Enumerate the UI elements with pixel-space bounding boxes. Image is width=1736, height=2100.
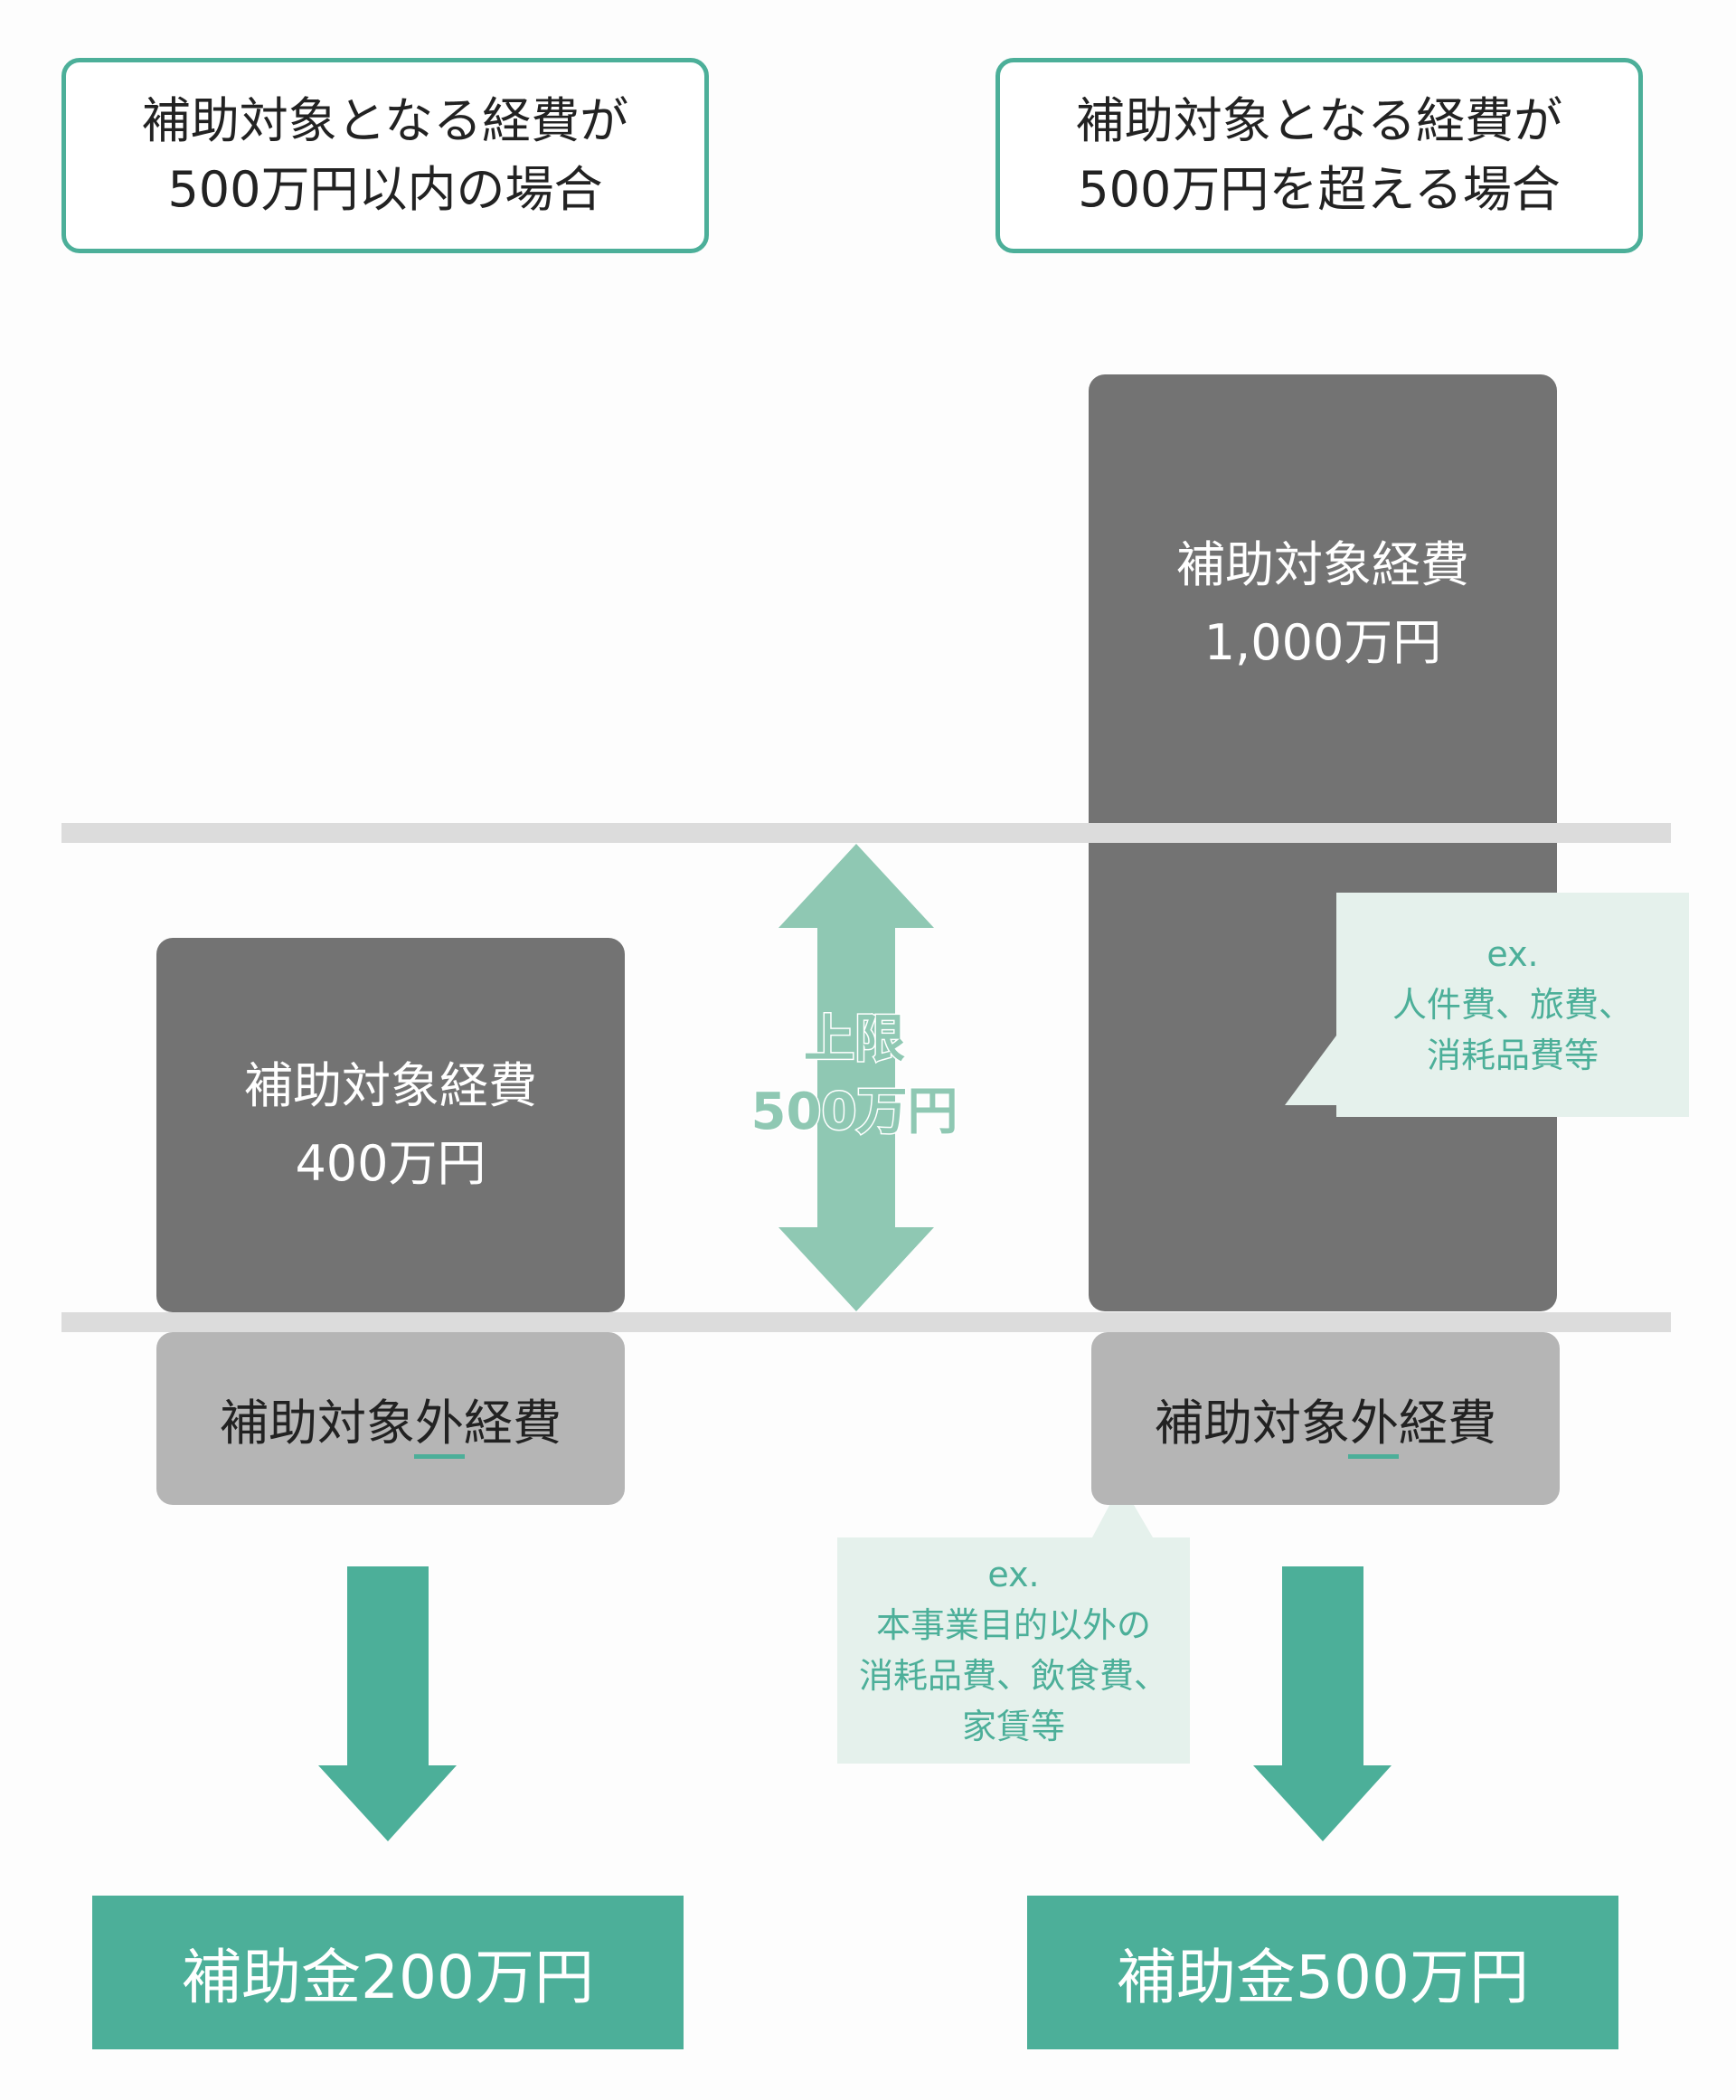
right-condition-line2: 500万円を超える場合 xyxy=(1078,161,1561,218)
right-covered-expense-box: 補助対象経費 1,000万円 xyxy=(1089,374,1557,1311)
left-excluded-expense-box: 補助対象外経費 xyxy=(156,1332,625,1505)
excluded-callout-line3: 消耗品費、飲食費、 xyxy=(858,1656,1168,1696)
excluded-callout-tail xyxy=(1092,1483,1153,1537)
left-down-arrow-icon xyxy=(318,1566,457,1841)
right-excluded-expense-box: 補助対象外経費 xyxy=(1091,1332,1560,1505)
right-covered-expense-amount: 1,000万円 xyxy=(1203,614,1442,671)
left-excluded-underline xyxy=(414,1454,465,1459)
covered-callout-line3: 消耗品費等 xyxy=(1426,1036,1599,1075)
left-covered-expense-label: 補助対象経費 xyxy=(244,1057,537,1114)
right-excluded-expense-label: 補助対象外経費 xyxy=(1155,1395,1496,1452)
limit-label: 上限 500万円 xyxy=(723,1004,986,1149)
covered-callout-line1: ex. xyxy=(1486,934,1539,974)
left-excluded-expense-label: 補助対象外経費 xyxy=(220,1395,561,1452)
left-condition-line2: 500万円以内の場合 xyxy=(167,161,603,218)
right-condition-box: 補助対象となる経費が 500万円を超える場合 xyxy=(995,58,1643,253)
covered-callout-tail xyxy=(1285,1036,1336,1105)
left-covered-expense-box: 補助対象経費 400万円 xyxy=(156,938,625,1312)
double-vertical-arrow-icon xyxy=(778,844,934,1311)
excluded-callout-line2: 本事業目的以外の xyxy=(875,1605,1151,1645)
excluded-callout-line4: 家賃等 xyxy=(961,1707,1065,1746)
left-covered-expense-amount: 400万円 xyxy=(295,1135,486,1192)
right-covered-expense-label: 補助対象経費 xyxy=(1176,536,1469,593)
right-condition-line1: 補助対象となる経費が xyxy=(1075,92,1563,149)
covered-expense-examples-callout: ex. 人件費、旅費、 消耗品費等 xyxy=(1336,893,1689,1117)
upper-limit-line xyxy=(61,823,1671,843)
right-excluded-underline xyxy=(1348,1454,1399,1459)
limit-label-line1: 上限 xyxy=(803,1009,907,1071)
right-down-arrow-icon xyxy=(1253,1566,1392,1841)
lower-limit-line xyxy=(61,1312,1671,1332)
covered-callout-line2: 人件費、旅費、 xyxy=(1392,985,1633,1025)
excluded-expense-examples-callout: ex. 本事業目的以外の 消耗品費、飲食費、 家賃等 xyxy=(837,1537,1190,1764)
limit-label-line2: 500万円 xyxy=(750,1082,959,1143)
left-subsidy-result: 補助金200万円 xyxy=(92,1896,684,2049)
excluded-callout-line1: ex. xyxy=(987,1555,1040,1594)
left-condition-line1: 補助対象となる経費が xyxy=(141,92,629,149)
right-subsidy-result: 補助金500万円 xyxy=(1027,1896,1618,2049)
left-condition-box: 補助対象となる経費が 500万円以内の場合 xyxy=(61,58,709,253)
